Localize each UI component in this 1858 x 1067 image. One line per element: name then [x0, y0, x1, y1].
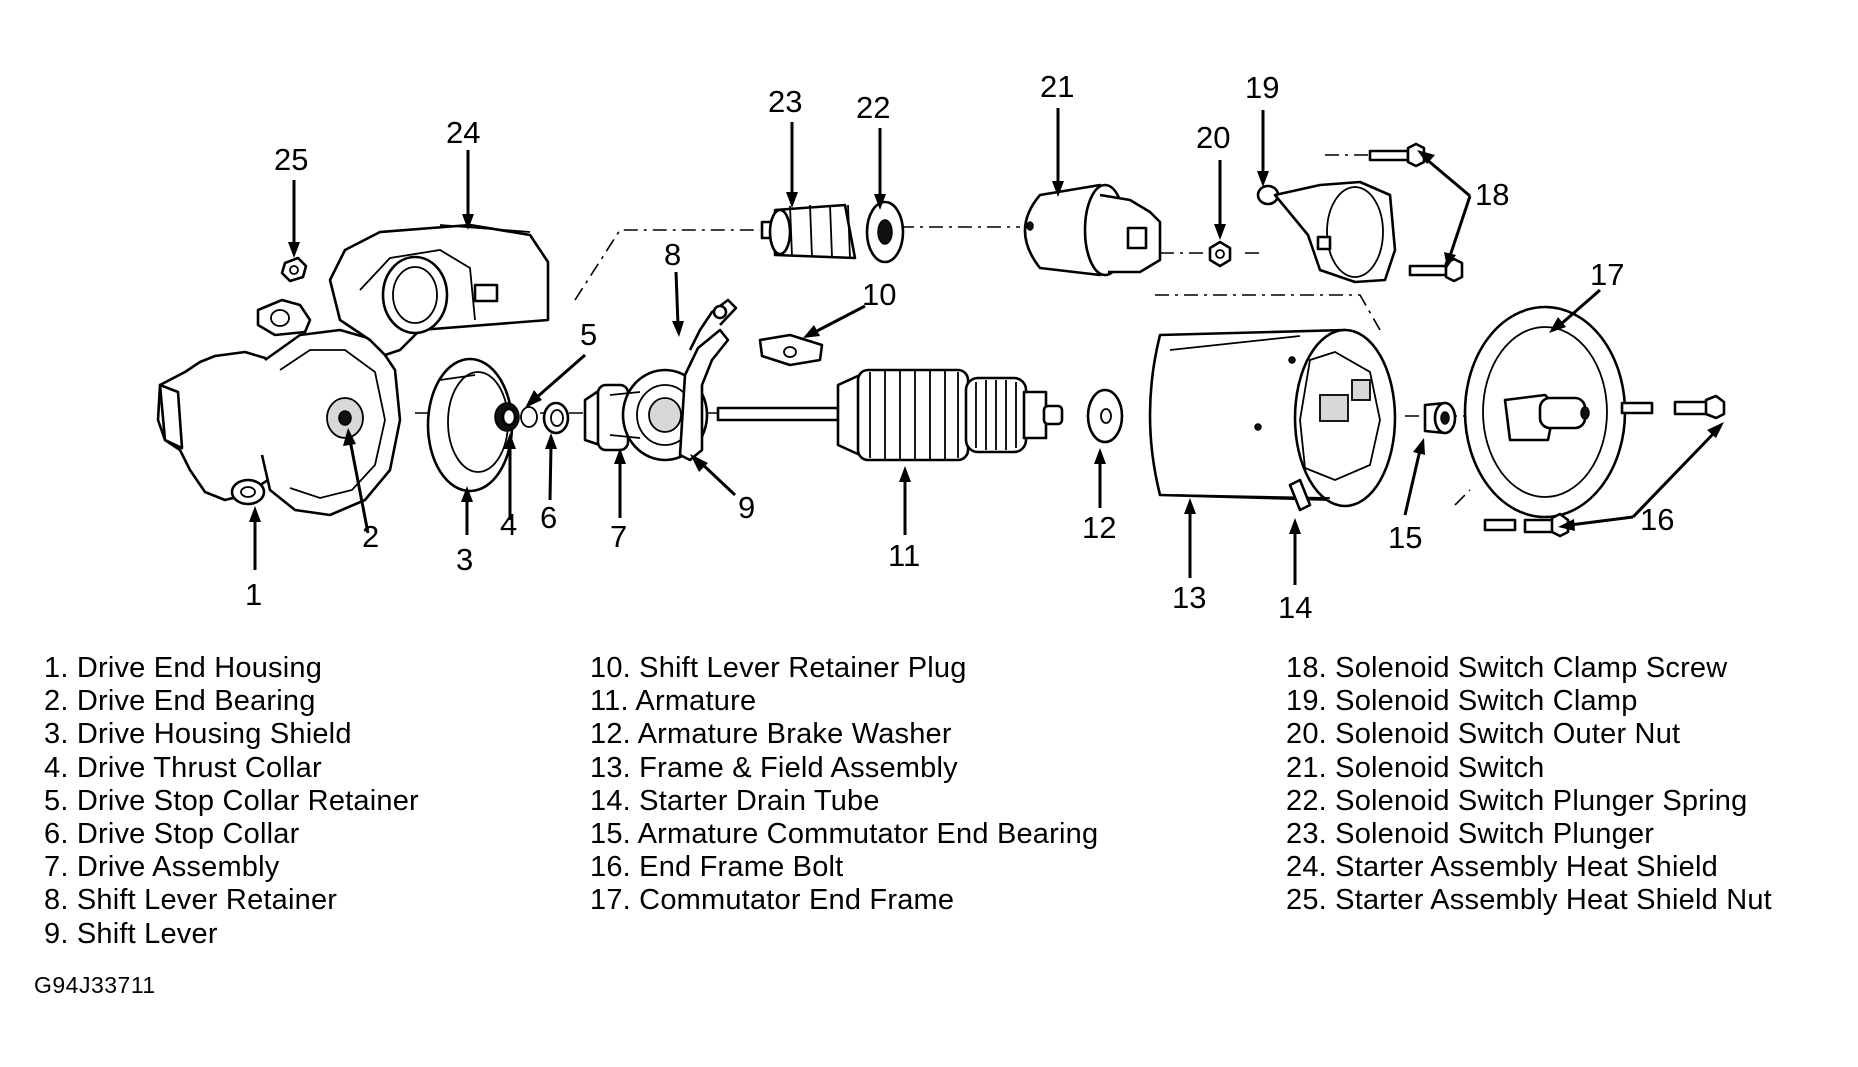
legend-item: 8. Shift Lever Retainer	[44, 884, 338, 917]
starter-exploded-diagram: 1 2 3 4 5 6 7 8 9 10 11 12 13 14 15 16 1…	[156, 69, 1726, 625]
figure-code: G94J33711	[34, 972, 156, 998]
callout-2: 2	[362, 519, 379, 554]
commutator-end-bearing	[1423, 401, 1457, 435]
legend-item: 20. Solenoid Switch Outer Nut	[1286, 718, 1681, 751]
legend-item: 4. Drive Thrust Collar	[44, 751, 322, 784]
drive-stop-collar-retainer	[520, 406, 538, 428]
end-frame-bolts	[1483, 394, 1726, 538]
legend-item: 12. Armature Brake Washer	[590, 718, 952, 751]
callout-4: 4	[500, 507, 517, 542]
callout-5: 5	[580, 317, 597, 352]
callout-3: 3	[456, 542, 473, 577]
callout-6: 6	[540, 500, 557, 535]
callout-15: 15	[1388, 520, 1422, 555]
solenoid-plunger	[760, 203, 857, 260]
shift-lever-retainer-plug	[758, 333, 824, 367]
callout-16: 16	[1640, 502, 1674, 537]
legend-item: 13. Frame & Field Assembly	[590, 751, 958, 784]
starter-drain-tube	[1288, 478, 1312, 512]
callout-13: 13	[1172, 580, 1206, 615]
callout-24: 24	[446, 115, 480, 150]
callout-19: 19	[1245, 70, 1279, 105]
solenoid-outer-nut	[1208, 240, 1232, 268]
callout-11: 11	[888, 538, 920, 573]
legend-item: 17. Commutator End Frame	[590, 884, 955, 917]
commutator-end-frame	[1463, 305, 1627, 519]
callout-17: 17	[1590, 257, 1624, 292]
callout-10: 10	[862, 277, 896, 312]
solenoid-plunger-spring	[865, 200, 905, 264]
solenoid-switch	[1023, 183, 1162, 277]
legend-column-2: 10. Shift Lever Retainer Plug 11. Armatu…	[590, 652, 1098, 918]
legend-item: 1. Drive End Housing	[44, 652, 323, 684]
legend-item: 11. Armature	[590, 685, 757, 718]
solenoid-switch-clamp	[1256, 180, 1397, 284]
callout-14: 14	[1278, 590, 1312, 625]
callout-20: 20	[1196, 120, 1230, 155]
legend-item: 7. Drive Assembly	[44, 851, 280, 884]
callout-9: 9	[738, 490, 755, 525]
legend-item: 3. Drive Housing Shield	[44, 718, 352, 751]
armature	[716, 368, 1064, 462]
callout-8: 8	[664, 237, 681, 272]
legend-column-1: 1. Drive End Housing 2. Drive End Bearin…	[44, 652, 419, 951]
callout-12: 12	[1082, 510, 1116, 545]
callout-22: 22	[856, 90, 890, 125]
callout-21: 21	[1040, 69, 1074, 104]
callout-1: 1	[245, 577, 262, 612]
legend-item: 18. Solenoid Switch Clamp Screw	[1286, 652, 1728, 684]
callout-numbers: 1 2 3 4 5 6 7 8 9 10 11 12 13 14 15 16 1…	[245, 69, 1674, 625]
legend-item: 2. Drive End Bearing	[44, 685, 316, 718]
legend-item: 22. Solenoid Switch Plunger Spring	[1286, 784, 1748, 817]
legend-item: 10. Shift Lever Retainer Plug	[590, 652, 967, 684]
legend-item: 19. Solenoid Switch Clamp	[1286, 685, 1638, 718]
drive-thrust-collar	[494, 402, 520, 432]
drive-housing-shield	[426, 357, 514, 493]
legend-item: 9. Shift Lever	[44, 917, 218, 950]
legend-item: 6. Drive Stop Collar	[44, 818, 300, 851]
legend-item: 25. Starter Assembly Heat Shield Nut	[1286, 884, 1772, 917]
legend-item: 5. Drive Stop Collar Retainer	[44, 784, 419, 817]
starter-heat-shield	[328, 223, 550, 357]
legend-item: 15. Armature Commutator End Bearing	[590, 818, 1099, 851]
drive-stop-collar	[542, 401, 570, 435]
armature-brake-washer	[1086, 388, 1124, 444]
shift-lever	[678, 298, 738, 462]
callout-23: 23	[768, 84, 802, 119]
legend-column-3: 18. Solenoid Switch Clamp Screw 19. Sole…	[1286, 652, 1772, 918]
callout-7: 7	[610, 519, 627, 554]
legend-item: 16. End Frame Bolt	[590, 851, 844, 884]
callout-25: 25	[274, 142, 308, 177]
legend-item: 24. Starter Assembly Heat Shield	[1286, 851, 1718, 884]
callout-leaders	[249, 108, 1724, 585]
frame-and-field-assembly	[1148, 328, 1397, 508]
heat-shield-nut	[280, 256, 308, 283]
legend-item: 14. Starter Drain Tube	[590, 784, 880, 817]
legend-item: 21. Solenoid Switch	[1286, 751, 1545, 784]
legend-item: 23. Solenoid Switch Plunger	[1286, 818, 1655, 851]
callout-18: 18	[1475, 177, 1509, 212]
drive-end-housing	[156, 298, 402, 517]
solenoid-clamp-screws	[1368, 142, 1464, 283]
